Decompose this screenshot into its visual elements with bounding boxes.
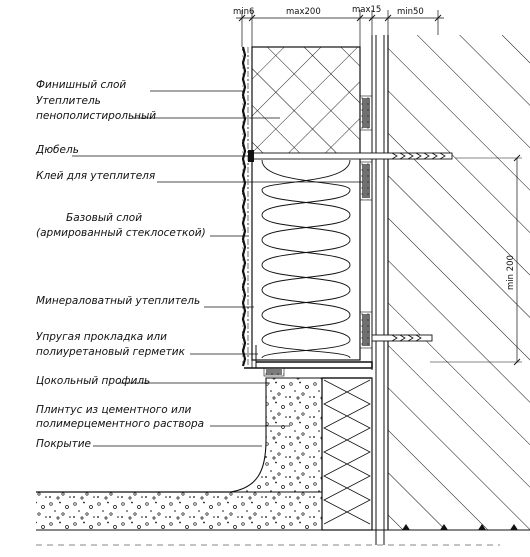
eps-insulation-board (251, 46, 361, 156)
adhesive-gap (359, 35, 385, 545)
label-adhesive: Клей для утеплителя (36, 170, 155, 182)
label-base-layer-1: Базовый слой (66, 212, 142, 224)
plinth-profile (244, 345, 373, 377)
label-skirting-1: Плинтус из цементного или (36, 404, 192, 416)
dim-max15: max15 (352, 5, 381, 15)
wall-base-marks (402, 524, 518, 530)
label-finish-layer: Финишный слой (36, 79, 126, 91)
render-layers (241, 46, 253, 368)
label-mineral-wool: Минераловатный утеплитель (36, 295, 200, 307)
label-insulation-ps-2: пенополистирольный (36, 110, 156, 122)
dim-max200: max200 (286, 7, 321, 17)
dim-min6: min6 (233, 7, 254, 17)
dimension-texts: min6 max200 max15 min50 min 200 (233, 5, 516, 290)
label-gasket-1: Упругая прокладка или (36, 331, 167, 343)
basement-insulation (321, 377, 373, 531)
label-base-layer-2: (армированный стеклосеткой) (36, 227, 206, 239)
label-dowel: Дюбель (35, 144, 79, 156)
cement-skirting (229, 377, 323, 493)
label-skirting-2: полимерцементного раствора (36, 418, 204, 430)
label-coating: Покрытие (36, 438, 91, 450)
ground-slab (36, 491, 530, 546)
dim-min200: min 200 (506, 255, 516, 290)
leader-lines (72, 90, 362, 447)
masonry-wall (387, 35, 530, 530)
label-gasket-2: полиуретановый герметик (36, 346, 186, 358)
mineral-wool-board (251, 157, 361, 361)
label-plinth-profile: Цокольный профиль (36, 375, 150, 387)
dim-min50: min50 (397, 7, 424, 17)
dowel-lower (371, 334, 433, 342)
label-insulation-ps-1: Утеплитель (36, 95, 101, 107)
dowel-upper (248, 150, 453, 162)
callout-labels: Финишный слой Утеплитель пенополистироль… (35, 79, 206, 450)
dimension-lines (236, 10, 522, 366)
